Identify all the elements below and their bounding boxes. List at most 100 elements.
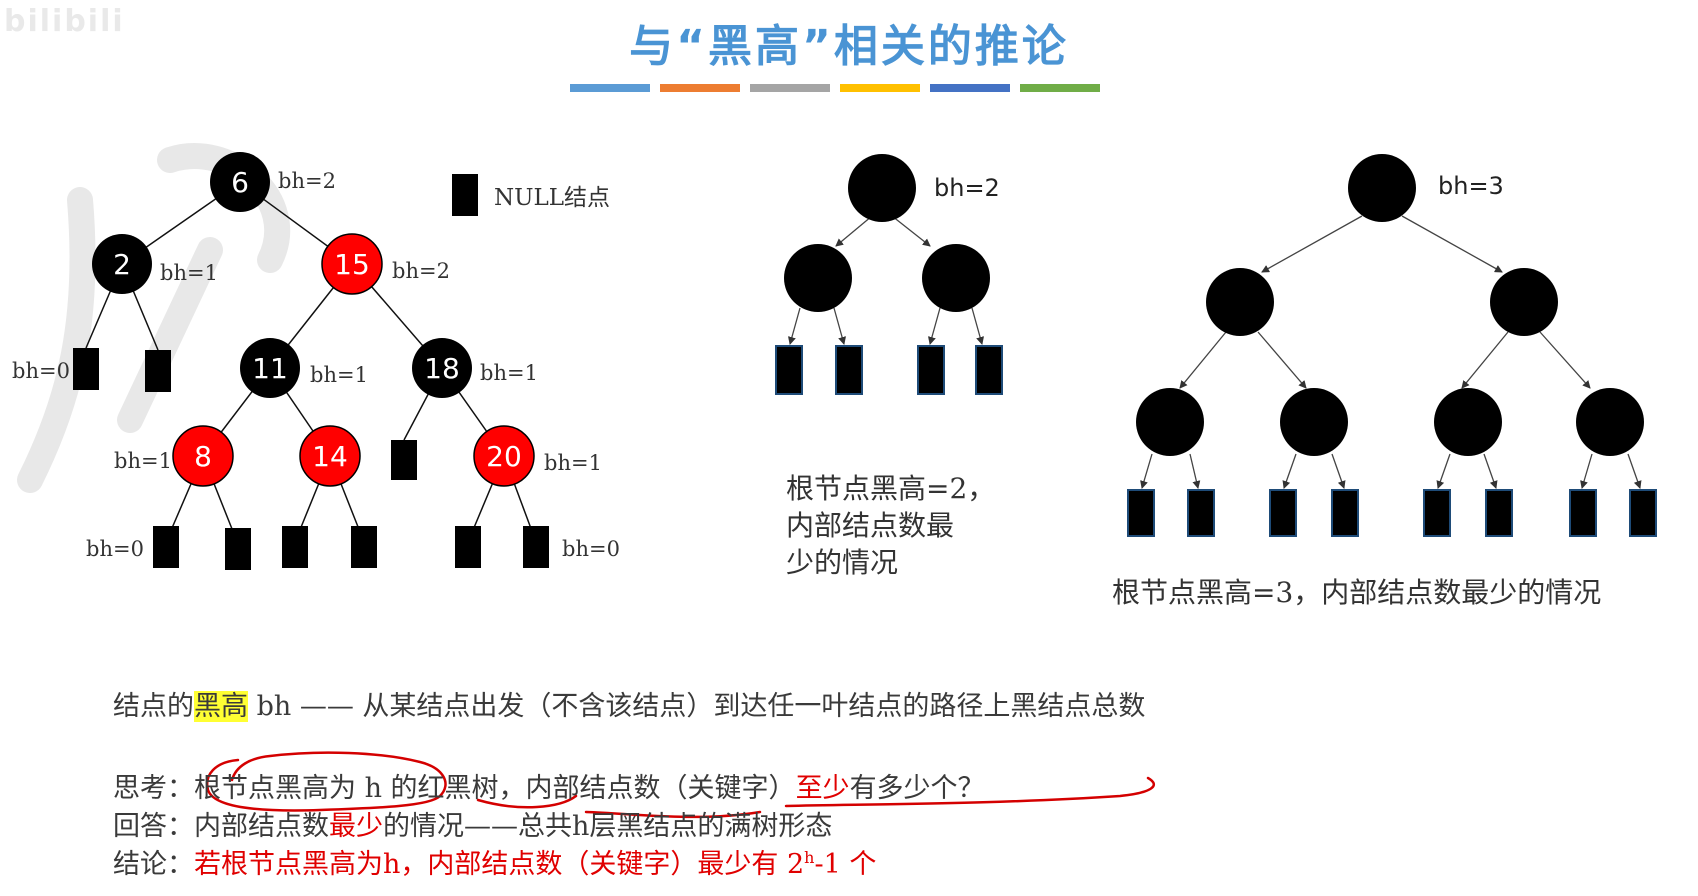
tree1-node-circle [473,425,535,487]
answer-part2: 最少 [329,811,383,842]
conclusion-tail: -1 个 [814,849,877,880]
tree3-caption: 根节点黑高=3，内部结点数最少的情况 [1112,576,1602,609]
think-label: 思考： [113,773,194,804]
null-node [391,440,417,480]
bh-label: bh=0 [562,537,620,561]
conclusion-label: 结论： [113,849,194,880]
tree2-caption-line: 少的情况 [786,546,899,579]
edge [1331,453,1346,489]
null-node [917,345,945,395]
null-node [73,348,99,390]
null-node [1423,489,1451,537]
null-node [145,350,171,392]
null-node [282,526,308,568]
edge [1140,453,1153,489]
tree2-node-circle [784,244,852,312]
tree1-bh-labels: bh=2 bh=1 bh=2 bh=1 bh=1 bh=1 bh=1 bh=0 … [12,169,620,561]
null-node [1269,489,1297,537]
edge [1282,453,1297,489]
title-bar-4 [840,84,920,92]
edge [1436,453,1451,489]
tree3-edges [1140,215,1642,489]
swoosh-1 [17,187,96,493]
tree3-null-nodes [1127,489,1657,537]
null-node [1127,489,1155,537]
page-title: 与“黑高”相关的推论 [629,21,1069,72]
tree1-node-key: 15 [334,248,370,281]
null-node [225,528,251,570]
definition-rest: bh —— 从某结点出发（不含该结点）到达任一叶结点的路径上黑结点总数 [248,691,1146,722]
edge [1257,331,1307,389]
swoosh-2 [117,237,223,433]
null-node [351,526,377,568]
edge [1580,453,1593,489]
handwritten-annotations [205,751,1155,819]
bh-label: bh=1 [480,361,538,385]
legend-label: NULL结点 [494,185,610,211]
edge [1401,215,1503,273]
tree1-node-key: 2 [113,248,131,281]
edge [1461,331,1509,389]
think-part3: 有多少个？ [849,773,985,804]
bh-label: bh=2 [392,259,450,283]
answer-label: 回答： [113,811,194,842]
null-node [1187,489,1215,537]
tree3-node-circle [1434,388,1502,456]
underline-annotation [476,794,578,809]
tree3-node-circle [1348,154,1416,222]
edge [1179,331,1227,389]
tree2-caption-line: 内部结点数最 [786,509,955,542]
think-part2: 至少 [795,773,850,804]
edge [891,215,931,247]
underline-annotation [584,810,762,819]
null-node [1331,489,1359,537]
tree1-node-key: 11 [252,352,288,385]
tree2-null-nodes [775,345,1003,395]
title-bar-3 [750,84,830,92]
tree3-node-circle [1576,388,1644,456]
null-node [455,526,481,568]
tree2-node-circle [922,244,990,312]
conclusion-text: 若根节点黑高为h，内部结点数（关键字）最少有 2 [194,849,805,880]
edge [1483,453,1498,489]
title-bar-5 [930,84,1010,92]
null-node [775,345,803,395]
tree3-node-circle [1280,388,1348,456]
null-node [153,526,179,568]
legend-null-icon [452,174,478,216]
title-bar-6 [1020,84,1100,92]
bh-label: bh=0 [86,537,144,561]
tree2: bh=2 [775,154,1003,395]
tree1-node-circle [299,425,361,487]
tree2-caption-line: 根节点黑高=2， [786,472,996,505]
null-node [835,345,863,395]
watermark: bilibili [4,4,125,39]
tree1-node-key: 6 [231,166,249,199]
edge [1627,453,1642,489]
tree1-null-nodes [73,348,549,570]
null-node [1629,489,1657,537]
null-node [975,345,1003,395]
underline-annotation [784,776,1155,808]
edge [928,307,941,345]
tree1-node-key: 14 [312,440,348,473]
conclusion-line: 结论：若根节点黑高为h，内部结点数（关键字）最少有 2h-1 个 [113,842,876,881]
tree2-bh-label: bh=2 [934,174,1000,202]
bh-label: bh=1 [114,449,172,473]
tree1-node-key: 20 [486,440,522,473]
bh-label: bh=2 [278,169,336,193]
tree3-node-circle [1136,388,1204,456]
edge [833,307,846,345]
edge [788,307,801,345]
tree3-node-circle [1206,268,1274,336]
bh-label: bh=0 [12,359,70,383]
bh-label: bh=1 [544,451,602,475]
edge [835,215,873,247]
legend: NULL结点 [452,174,610,216]
tree2-edges [788,215,984,345]
definition-prefix: 结点的 [113,691,194,722]
tree1-node-circle [321,233,383,295]
bh-label: bh=1 [310,363,368,387]
circle-annotation [205,751,447,812]
